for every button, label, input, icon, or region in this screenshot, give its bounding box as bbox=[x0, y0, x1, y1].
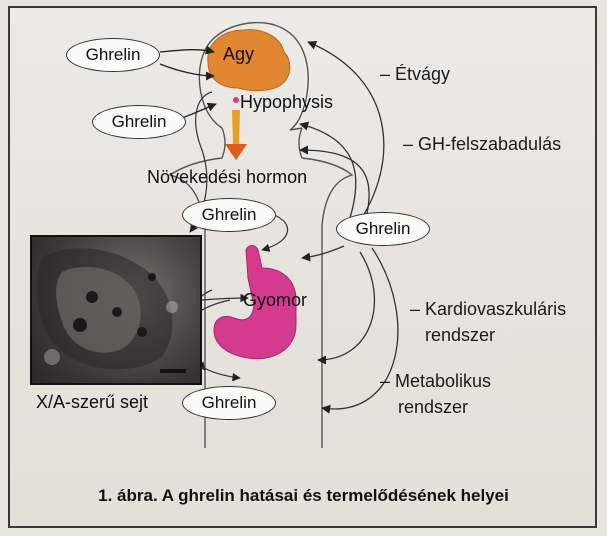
brain-label: Agy bbox=[223, 44, 254, 65]
effect-gh-release: – GH-felszabadulás bbox=[403, 131, 561, 157]
gh-arrow-head bbox=[225, 144, 247, 160]
figure-caption: 1. ábra. A ghrelin hatásai és termelődés… bbox=[0, 486, 607, 506]
effect-appetite: – Étvágy bbox=[380, 61, 450, 87]
ghrelin-tag-center: Ghrelin bbox=[336, 212, 430, 246]
effect-metabolic-line2: rendszer bbox=[398, 394, 468, 420]
ghrelin-tag-chest: Ghrelin bbox=[182, 198, 276, 232]
hypophysis-label: Hypophysis bbox=[240, 92, 333, 113]
stomach-label: Gyomor bbox=[243, 290, 307, 311]
effect-cardio-line2: rendszer bbox=[425, 322, 495, 348]
arc-stomach bbox=[302, 246, 344, 258]
micrograph-image bbox=[30, 235, 202, 385]
cell-label: X/A-szerű sejt bbox=[36, 392, 148, 413]
arc-cardio bbox=[318, 252, 374, 360]
growth-hormone-label: Növekedési hormon bbox=[147, 167, 307, 188]
effect-cardio-line1: – Kardiovaszkuláris bbox=[410, 296, 566, 322]
pituitary-dot bbox=[233, 97, 239, 103]
arrow-ghrelin-to-brain-2 bbox=[160, 64, 214, 76]
ghrelin-tag-hypophysis: Ghrelin bbox=[92, 105, 186, 139]
arrow-cell-to-stomach bbox=[202, 298, 248, 300]
arc-appetite bbox=[308, 42, 384, 232]
ghrelin-tag-top: Ghrelin bbox=[66, 38, 160, 72]
effect-metabolic-line1: – Metabolikus bbox=[380, 368, 491, 394]
ghrelin-tag-bottom: Ghrelin bbox=[182, 386, 276, 420]
arrow-ghrelin-to-brain bbox=[160, 50, 214, 52]
